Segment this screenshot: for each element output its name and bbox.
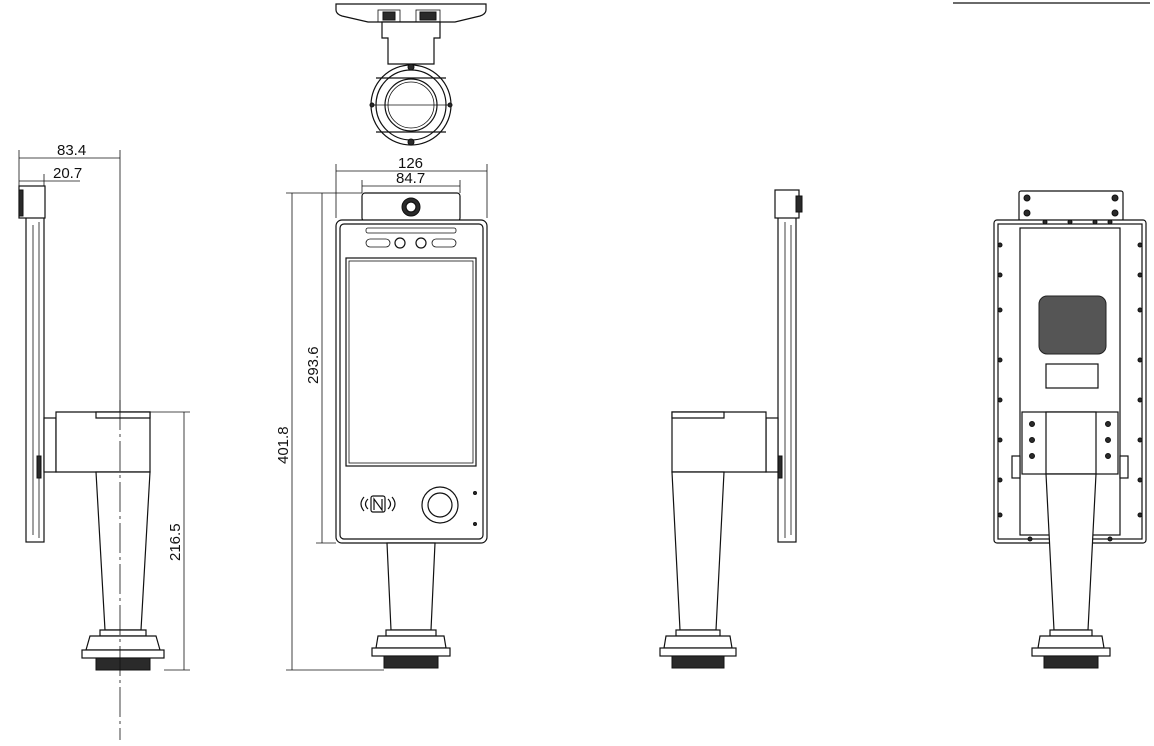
cap-depth-label: 20.7 [53, 165, 82, 182]
right-side-view [659, 189, 803, 669]
width-dimension-group: 126 84.7 [335, 155, 488, 218]
camera-width-label: 84.7 [396, 170, 425, 187]
speaker-grille-icon [1038, 295, 1107, 355]
stand-height-label: 216.5 [167, 523, 184, 561]
top-view [335, 3, 487, 146]
depth-dimension-group: 83.4 20.7 [18, 142, 121, 412]
overall-width-label: 126 [398, 155, 423, 172]
front-view [335, 192, 488, 669]
height-dimension-group: 293.6 401.8 [275, 192, 384, 671]
stand-height-dimension: 216.5 [150, 411, 190, 671]
back-view [993, 190, 1147, 669]
left-side-view [18, 185, 165, 740]
fingerprint-button-icon [421, 486, 459, 524]
overall-depth-label: 83.4 [57, 142, 86, 159]
nfc-icon [360, 495, 396, 513]
overall-height-label: 401.8 [275, 426, 292, 464]
panel-height-label: 293.6 [305, 346, 322, 384]
